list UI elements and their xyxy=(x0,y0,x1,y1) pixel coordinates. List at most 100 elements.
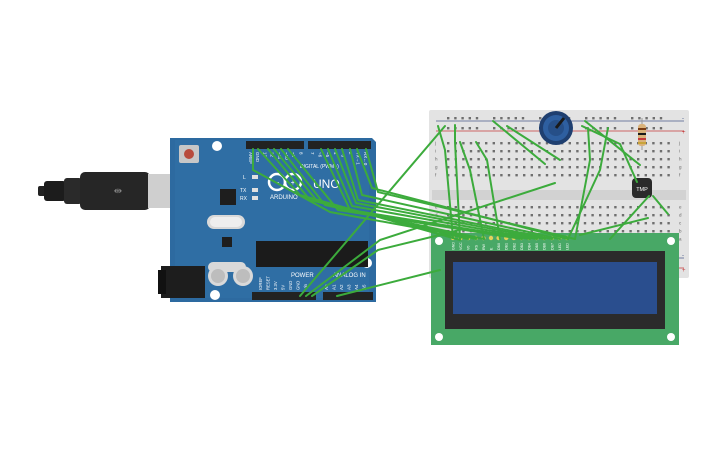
row-letter: d xyxy=(679,213,682,218)
potentiometer[interactable] xyxy=(539,111,573,145)
row-letter: f xyxy=(679,173,681,178)
power-pin-label: IOREF xyxy=(258,277,263,290)
power-header[interactable] xyxy=(252,292,316,300)
svg-text:+: + xyxy=(291,178,296,187)
row-letter: g xyxy=(679,165,682,170)
arduino-uno-board[interactable]: − + ARDUINO UNO DIGITAL (PWM~) POWER ANA… xyxy=(158,138,376,302)
top-pin-label: ~6 xyxy=(318,152,323,158)
power-pin-label: GND xyxy=(288,281,293,290)
wire[interactable] xyxy=(365,148,576,240)
row-letter: f xyxy=(435,173,437,178)
rail-plus-bottom: + xyxy=(682,268,686,274)
row-letter: e xyxy=(435,205,438,210)
lcd-pin-label: DB3 xyxy=(520,243,524,250)
digital-header-2[interactable] xyxy=(308,141,371,149)
top-pin-label: 13 xyxy=(262,152,267,158)
row-letter: g xyxy=(435,165,438,170)
wire[interactable] xyxy=(311,229,461,297)
lcd-pin-label: E xyxy=(490,247,494,250)
analog-header[interactable] xyxy=(323,292,373,300)
analog-pin-label: A2 xyxy=(339,284,344,290)
wire[interactable] xyxy=(609,195,650,240)
wire[interactable] xyxy=(574,127,591,240)
lcd-pin-label: DB7 xyxy=(550,243,554,250)
rail-plus-top: + xyxy=(682,130,686,136)
top-pin-label: GND xyxy=(255,152,260,163)
temperature-sensor[interactable]: TMP xyxy=(632,178,652,198)
arduino-brand-text: ARDUINO xyxy=(270,195,298,201)
wire[interactable] xyxy=(327,148,538,240)
row-letter: j xyxy=(434,141,436,146)
wire[interactable] xyxy=(299,125,446,297)
wire[interactable] xyxy=(454,124,461,240)
wire[interactable] xyxy=(267,148,469,240)
wire[interactable] xyxy=(584,120,641,166)
row-letter: c xyxy=(679,221,682,226)
wires[interactable] xyxy=(252,120,669,297)
top-pin-label: AREF xyxy=(248,152,253,164)
lcd-pin-label: RW xyxy=(482,243,486,250)
top-pin-label: 8 xyxy=(298,152,303,155)
lcd-pin-label: DB0 xyxy=(497,243,501,250)
row-letter: i xyxy=(435,149,436,154)
row-letter: j xyxy=(678,141,680,146)
lcd-pin-label: DB2 xyxy=(512,243,516,250)
lcd-pin-label: DB6 xyxy=(543,243,547,250)
led-label-rx: RX xyxy=(240,196,248,202)
rail-minus-top: - xyxy=(682,116,684,122)
power-pin-label: RESET xyxy=(266,276,271,290)
led-label-l: L xyxy=(243,175,246,181)
lcd-pin-label: V0 xyxy=(467,246,471,250)
temperature-sensor-label: TMP xyxy=(636,187,648,193)
lcd-pin-label: DB1 xyxy=(505,243,509,250)
top-pin-label: ~5 xyxy=(325,152,330,158)
wire[interactable] xyxy=(506,125,561,161)
lcd-pin-label: LED xyxy=(558,243,562,250)
wire[interactable] xyxy=(475,141,501,240)
analog-pin-label: A3 xyxy=(347,284,352,290)
wire[interactable] xyxy=(341,148,553,240)
row-letter: a xyxy=(679,237,682,242)
row-letter: b xyxy=(679,229,682,234)
digital-header-1[interactable] xyxy=(246,141,304,149)
power-pin-label: 5V xyxy=(281,285,286,290)
power-label: POWER xyxy=(291,273,314,279)
wire[interactable] xyxy=(652,195,669,215)
row-letter: h xyxy=(679,157,682,162)
wire[interactable] xyxy=(492,120,546,165)
lcd-pin-label: VCC xyxy=(459,242,463,250)
wire[interactable] xyxy=(349,148,561,240)
power-jack[interactable] xyxy=(158,266,205,298)
wire[interactable] xyxy=(257,148,461,241)
wire[interactable] xyxy=(305,182,556,297)
wire[interactable] xyxy=(437,125,454,239)
lcd-screen xyxy=(453,262,657,314)
wire[interactable] xyxy=(459,141,485,240)
row-letter: h xyxy=(435,157,438,162)
wire[interactable] xyxy=(579,217,649,236)
lcd-pin-label: GND xyxy=(452,242,456,250)
reset-button[interactable] xyxy=(179,145,199,163)
lcd-pin xyxy=(488,235,494,241)
resistor[interactable] xyxy=(638,118,646,150)
wire[interactable] xyxy=(581,125,638,183)
lcd-pin-label: LED xyxy=(566,243,570,250)
analog-pin-label: A4 xyxy=(354,284,359,290)
atmega-chip xyxy=(256,241,368,267)
lcd-pin-label: DB5 xyxy=(535,243,539,250)
analog-pin-label: A5 xyxy=(362,284,367,290)
rail-minus-bottom: - xyxy=(682,253,684,259)
row-letter: e xyxy=(679,205,682,210)
wire[interactable] xyxy=(320,148,531,240)
wire[interactable] xyxy=(280,148,485,240)
analog-in-label: ANALOG IN xyxy=(333,273,366,279)
top-pin-label: RX←0 xyxy=(363,152,368,166)
top-pin-label: 4 xyxy=(333,152,338,155)
top-pin-label: TX→1 xyxy=(356,152,361,165)
analog-pin-label: A1 xyxy=(332,284,337,290)
lcd-pin-label: RS xyxy=(474,244,478,250)
svg-text:⇹: ⇹ xyxy=(114,186,122,197)
wire[interactable] xyxy=(336,269,441,297)
